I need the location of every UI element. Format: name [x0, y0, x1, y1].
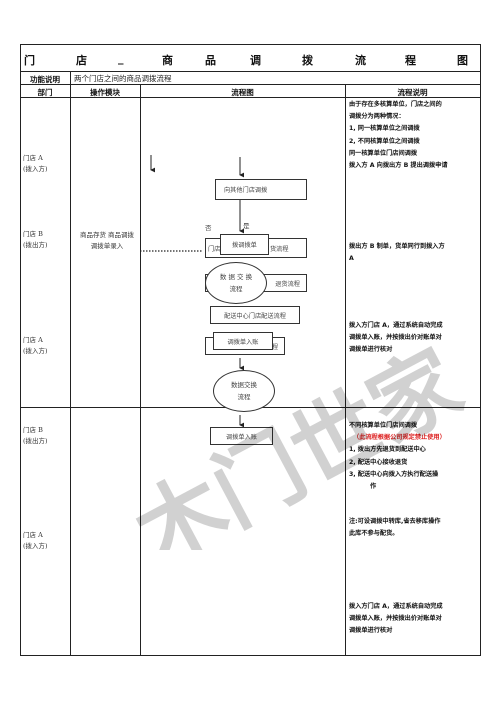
module-text: 商品存货 商品调拨调拨单录入 — [79, 231, 135, 250]
flow-connectors — [140, 155, 245, 428]
flow-label-no: 否 — [205, 224, 212, 232]
flow-box-posting-2: 调拨单入账 — [210, 427, 273, 445]
title-char: 调 — [250, 54, 261, 67]
dept-store-a-in: 门店 A(拨入方) — [23, 336, 48, 355]
flow-box-posting: 调拨单入账 — [213, 332, 273, 350]
title-char: _ — [118, 52, 124, 65]
function-value: 两个门店之间的商品调拨流程 — [74, 74, 172, 83]
header-desc: 流程说明 — [397, 88, 428, 97]
title-char: 图 — [457, 54, 468, 67]
function-label: 功能说明 — [30, 75, 60, 84]
header-flow: 流程图 — [231, 88, 254, 97]
title-char: 商 — [162, 54, 173, 67]
dept-store-a-in: 门店 A(拨入方) — [23, 154, 48, 173]
flow-box-transfer-order: 拨调拨单 — [220, 234, 269, 255]
desc-section-4: 不同核算单位门店间调拨 （此流程根据公司规定禁止使用） 1, 拨出方先退货到配送… — [349, 422, 446, 491]
flow-box-dc-delivery: 配送中心门店配送流程 — [210, 306, 300, 324]
flow-ellipse-data-exchange: 数 据 交 换流程 — [205, 262, 267, 304]
desc-section-5: 注:可设调拨中转库,省去移库操作 此库不参与配货。 — [349, 518, 441, 538]
desc-section-1: 由于存在多核算单位，门店之间的 调拨分为两种情况： 1, 同一核算单位之间调拨 … — [349, 101, 448, 170]
flow-box-transfer-request: 向其他门店调拨 — [215, 179, 307, 200]
dept-store-b-out: 门店 B(拨出方) — [23, 230, 48, 249]
desc-section-2: 拨出方 B 制单，货单同行到拨入方 A — [349, 243, 445, 263]
desc-section-6: 拨入方门店 A，通过系统自动完成 调拨单入账，并按拨出价对账单对 调拨单进行核对 — [349, 603, 443, 635]
header-module: 操作模块 — [90, 88, 120, 97]
flow-ellipse-data-exchange: 数据交换流程 — [213, 370, 275, 412]
title-char: 品 — [205, 54, 216, 67]
title-char: 门 — [24, 54, 35, 67]
desc-section-3: 拨入方门店 A，通过系统自动完成 调拨单入账，并按拨出价对账单对 调拨单进行核对 — [349, 322, 443, 354]
title-char: 拨 — [302, 54, 313, 67]
title-char: 程 — [405, 54, 416, 67]
title-char: 店 — [76, 54, 87, 67]
dept-store-b-out: 门店 B(拨出方) — [23, 426, 48, 445]
title-char: 流 — [355, 54, 366, 67]
header-dept: 部门 — [37, 88, 53, 97]
flow-label-yes: 是 — [243, 222, 250, 230]
dept-store-a-in: 门店 A(拨入方) — [23, 531, 48, 550]
